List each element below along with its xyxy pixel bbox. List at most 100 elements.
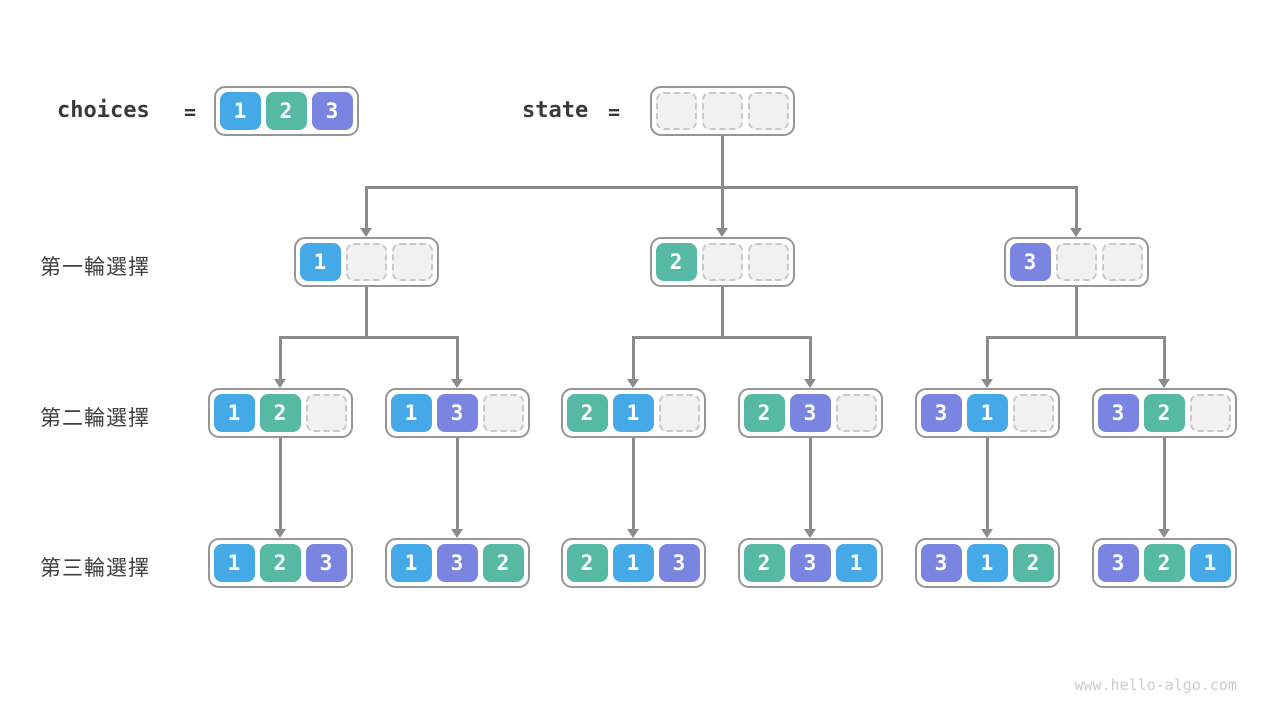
tree-edge-horizontal xyxy=(631,336,812,339)
choice-cell-1: 1 xyxy=(219,92,261,130)
arrowhead-icon xyxy=(804,379,816,388)
tree-edge-vertical xyxy=(364,287,368,339)
tree-edge-vertical xyxy=(985,438,989,529)
empty-slot xyxy=(345,243,387,281)
choice-cell-3: 3 xyxy=(658,544,700,582)
state-node-round1: 2 xyxy=(649,237,795,287)
tree-edge-vertical xyxy=(364,186,368,228)
round-2-label: 第二輪選擇 xyxy=(40,406,150,430)
choice-cell-3: 3 xyxy=(311,92,353,130)
arrowhead-icon xyxy=(627,529,639,538)
arrowhead-icon xyxy=(274,529,286,538)
choice-cell-3: 3 xyxy=(1009,243,1051,281)
state-box-root xyxy=(649,86,795,136)
empty-slot xyxy=(747,243,789,281)
choice-cell-2: 2 xyxy=(743,394,785,432)
tree-edge-vertical xyxy=(278,438,282,529)
empty-slot xyxy=(1055,243,1097,281)
choice-cell-3: 3 xyxy=(436,544,478,582)
choice-cell-1: 1 xyxy=(612,394,654,432)
choice-cell-2: 2 xyxy=(743,544,785,582)
arrowhead-icon xyxy=(451,379,463,388)
choice-cell-2: 2 xyxy=(566,394,608,432)
choice-cell-1: 1 xyxy=(1189,544,1231,582)
arrowhead-icon xyxy=(981,529,993,538)
arrowhead-icon xyxy=(1158,529,1170,538)
state-equals-sign: = xyxy=(608,100,621,124)
empty-slot xyxy=(701,92,743,130)
tree-edge-vertical xyxy=(985,336,989,379)
choice-cell-1: 1 xyxy=(213,394,255,432)
tree-edge-horizontal xyxy=(278,336,459,339)
choice-cell-2: 2 xyxy=(265,92,307,130)
choice-cell-1: 1 xyxy=(612,544,654,582)
round-1-label: 第一輪選擇 xyxy=(40,255,150,279)
empty-slot xyxy=(747,92,789,130)
empty-slot xyxy=(658,394,700,432)
choice-cell-2: 2 xyxy=(566,544,608,582)
choice-cell-3: 3 xyxy=(789,544,831,582)
choice-cell-2: 2 xyxy=(655,243,697,281)
empty-slot xyxy=(482,394,524,432)
empty-slot xyxy=(305,394,347,432)
choice-cell-2: 2 xyxy=(1012,544,1054,582)
tree-edge-vertical xyxy=(278,336,282,379)
tree-edge-vertical xyxy=(1074,186,1078,228)
empty-slot xyxy=(835,394,877,432)
choice-cell-3: 3 xyxy=(920,394,962,432)
tree-edge-vertical xyxy=(1074,287,1078,339)
choice-cell-1: 1 xyxy=(213,544,255,582)
empty-slot xyxy=(1189,394,1231,432)
tree-edge-vertical xyxy=(455,438,459,529)
watermark: www.hello-algo.com xyxy=(1074,676,1237,694)
empty-slot xyxy=(391,243,433,281)
choice-cell-2: 2 xyxy=(1143,394,1185,432)
arrowhead-icon xyxy=(804,529,816,538)
tree-edge-vertical xyxy=(720,136,724,228)
choice-cell-3: 3 xyxy=(920,544,962,582)
tree-edge-vertical xyxy=(631,336,635,379)
arrowhead-icon xyxy=(716,228,728,237)
choice-cell-1: 1 xyxy=(390,544,432,582)
tree-edge-vertical xyxy=(808,336,812,379)
empty-slot xyxy=(701,243,743,281)
choice-cell-2: 2 xyxy=(482,544,524,582)
state-node-round1: 3 xyxy=(1003,237,1149,287)
empty-slot xyxy=(1012,394,1054,432)
choices-label: choices xyxy=(57,98,150,123)
choice-cell-3: 3 xyxy=(305,544,347,582)
choice-cell-1: 1 xyxy=(966,544,1008,582)
tree-edge-vertical xyxy=(720,287,724,339)
arrowhead-icon xyxy=(360,228,372,237)
choice-cell-1: 1 xyxy=(835,544,877,582)
arrowhead-icon xyxy=(1158,379,1170,388)
choice-cell-2: 2 xyxy=(1143,544,1185,582)
tree-edge-horizontal xyxy=(364,186,1078,189)
tree-edge-horizontal xyxy=(985,336,1166,339)
arrowhead-icon xyxy=(981,379,993,388)
tree-edge-vertical xyxy=(808,438,812,529)
choice-cell-3: 3 xyxy=(1097,544,1139,582)
empty-slot xyxy=(655,92,697,130)
choice-cell-3: 3 xyxy=(1097,394,1139,432)
arrowhead-icon xyxy=(627,379,639,388)
tree-edge-vertical xyxy=(1162,438,1166,529)
choices-equals-sign: = xyxy=(184,100,197,124)
choice-cell-1: 1 xyxy=(390,394,432,432)
choice-cell-2: 2 xyxy=(259,544,301,582)
empty-slot xyxy=(1101,243,1143,281)
tree-edge-vertical xyxy=(1162,336,1166,379)
choice-cell-2: 2 xyxy=(259,394,301,432)
